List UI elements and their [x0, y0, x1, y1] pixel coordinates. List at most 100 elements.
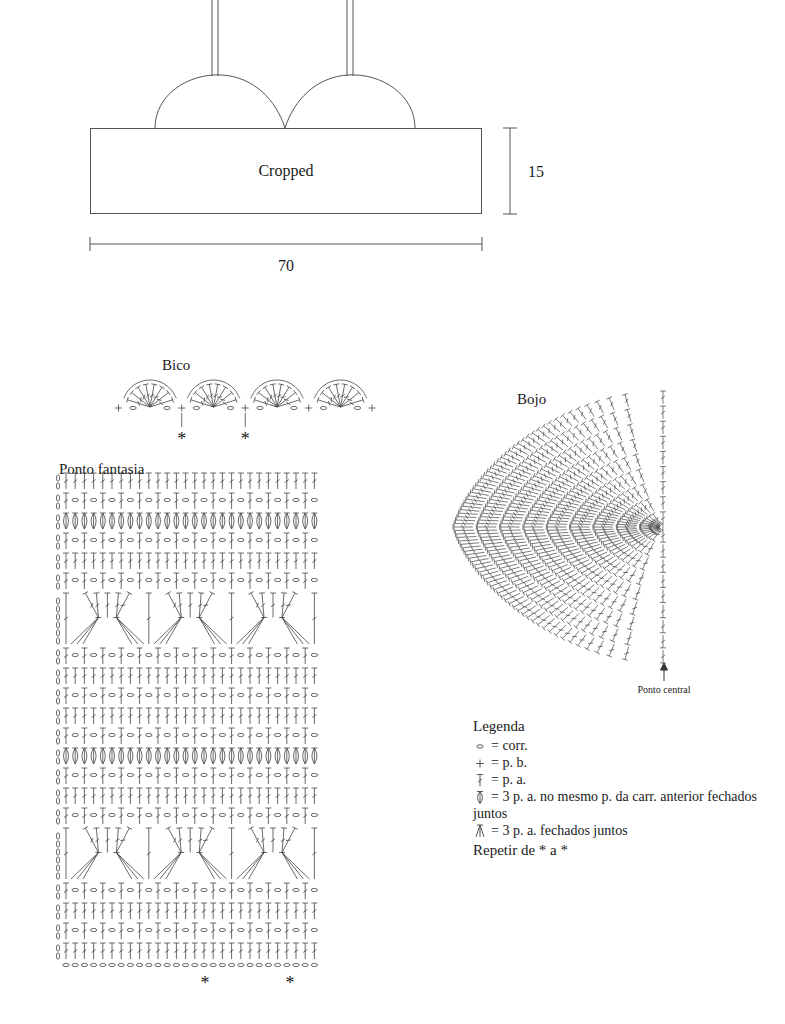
stitch-chart-symbol — [82, 815, 86, 818]
cup-chart-symbol — [651, 538, 656, 542]
cup-chart-symbol — [632, 486, 637, 490]
stitch-chart-symbol — [128, 675, 132, 678]
cup-chart-symbol — [609, 512, 611, 517]
stitch-chart-symbol — [164, 553, 170, 554]
stitch-chart-symbol — [118, 688, 124, 689]
stitch-chart-symbol — [293, 693, 299, 696]
stitch-chart-symbol — [164, 473, 170, 474]
cup-chart-symbol — [661, 502, 665, 505]
stitch-chart-symbol — [127, 498, 133, 501]
stitch-chart-symbol — [293, 943, 299, 944]
edging-chart-symbol — [265, 401, 267, 406]
stitch-chart-symbol — [109, 943, 115, 944]
stitch-chart-symbol — [261, 839, 265, 842]
stitch-chart-symbol — [164, 813, 170, 816]
stitch-chart-symbol — [56, 841, 59, 847]
cup-chart-symbol — [640, 483, 645, 486]
stitch-chart-symbol — [237, 618, 264, 645]
cup-chart-symbol — [600, 557, 613, 565]
stitch-chart-symbol — [219, 773, 225, 776]
stitch-chart-symbol — [265, 553, 271, 554]
stitch-chart-symbol — [101, 675, 105, 678]
stitch-chart-symbol — [91, 748, 96, 764]
stitch-chart-symbol — [63, 708, 69, 709]
stitch-chart-symbol — [64, 715, 68, 718]
cup-chart-symbol — [628, 496, 629, 501]
edging-chart-symbol — [267, 397, 268, 402]
stitch-chart-symbol — [127, 553, 133, 554]
stitch-chart-symbol — [155, 668, 161, 669]
stitch-chart-symbol — [64, 513, 69, 529]
stitch-chart-symbol — [118, 903, 124, 904]
cup-chart-symbol — [626, 489, 630, 493]
stitch-chart-symbol — [239, 795, 243, 798]
edging-chart-symbol — [150, 400, 173, 407]
stitch-chart-symbol — [109, 963, 115, 966]
stitch-chart-symbol — [201, 498, 207, 501]
stitch-chart-symbol — [100, 553, 106, 554]
stitch-chart-symbol — [257, 513, 262, 529]
stitch-chart-symbol — [265, 473, 271, 474]
stitch-chart-symbol — [109, 773, 115, 776]
stitch-chart-symbol — [147, 617, 151, 620]
cup-chart-symbol — [613, 477, 617, 481]
cup-chart-symbol — [585, 499, 587, 505]
stitch-chart-symbol — [165, 675, 169, 678]
cup-chart-symbol — [629, 473, 636, 484]
stitch-chart-symbol — [174, 655, 178, 658]
edging-chart-symbol — [157, 399, 162, 400]
stitch-chart-symbol — [256, 838, 258, 843]
cup-chart-symbol — [660, 572, 666, 573]
stitch-chart-symbol — [256, 903, 262, 904]
stitch-chart-symbol — [137, 943, 143, 944]
stitch-chart-symbol — [56, 778, 59, 784]
stitch-chart-symbol — [174, 715, 178, 718]
stitch-chart-symbol — [311, 708, 317, 709]
stitch-chart-symbol — [247, 688, 253, 689]
stitch-chart-symbol — [274, 773, 280, 776]
stitch-chart-symbol — [294, 675, 298, 678]
stitch-chart-symbol — [164, 538, 170, 541]
stitch-chart-symbol — [265, 788, 271, 789]
stitch-chart-symbol — [256, 538, 262, 541]
stitch-chart-symbol — [282, 618, 303, 645]
stitch-chart-symbol — [294, 560, 298, 563]
stitch-chart-symbol — [210, 728, 216, 729]
stitch-chart-symbol — [176, 592, 182, 593]
stitch-chart-symbol — [265, 688, 271, 689]
stitch-chart-symbol — [146, 733, 152, 736]
cup-chart-symbol — [634, 547, 638, 552]
stitch-chart-symbol — [311, 538, 317, 541]
cup-chart-symbol — [622, 494, 634, 503]
stitch-chart-symbol — [230, 735, 234, 738]
stitch-chart-symbol — [184, 950, 188, 953]
cup-chart-symbol — [595, 530, 597, 536]
stitch-chart-symbol — [219, 653, 225, 656]
stitch-chart-symbol — [247, 668, 253, 669]
stitch-chart-symbol — [64, 748, 69, 764]
stitch-chart-symbol — [100, 648, 106, 649]
dimension-tick — [482, 237, 483, 251]
stitch-chart-symbol — [63, 748, 69, 749]
cup-chart-symbol — [641, 541, 651, 552]
cup-chart-symbol — [589, 550, 605, 556]
stitch-chart-symbol — [302, 648, 308, 649]
stitch-chart-symbol — [266, 540, 270, 543]
cup-chart-symbol — [643, 562, 648, 564]
stitch-chart-symbol — [201, 748, 207, 749]
stitch-chart-symbol — [137, 923, 143, 924]
stitch-chart-symbol — [293, 928, 299, 931]
stitch-chart-symbol — [56, 690, 59, 696]
stitch-chart-symbol — [312, 480, 316, 483]
stitch-chart-symbol — [100, 573, 106, 574]
stitch-chart-symbol — [118, 923, 124, 924]
cup-chart-symbol — [598, 563, 601, 568]
stitch-chart-symbol — [203, 604, 208, 606]
cup-chart-symbol — [573, 514, 575, 520]
stitch-chart-symbol — [199, 618, 214, 645]
cup-outline — [155, 75, 285, 128]
stitch-chart-symbol — [294, 513, 299, 529]
stitch-chart-symbol — [219, 708, 225, 709]
stitch-chart-symbol — [311, 653, 317, 656]
stitch-chart-symbol — [118, 493, 124, 494]
